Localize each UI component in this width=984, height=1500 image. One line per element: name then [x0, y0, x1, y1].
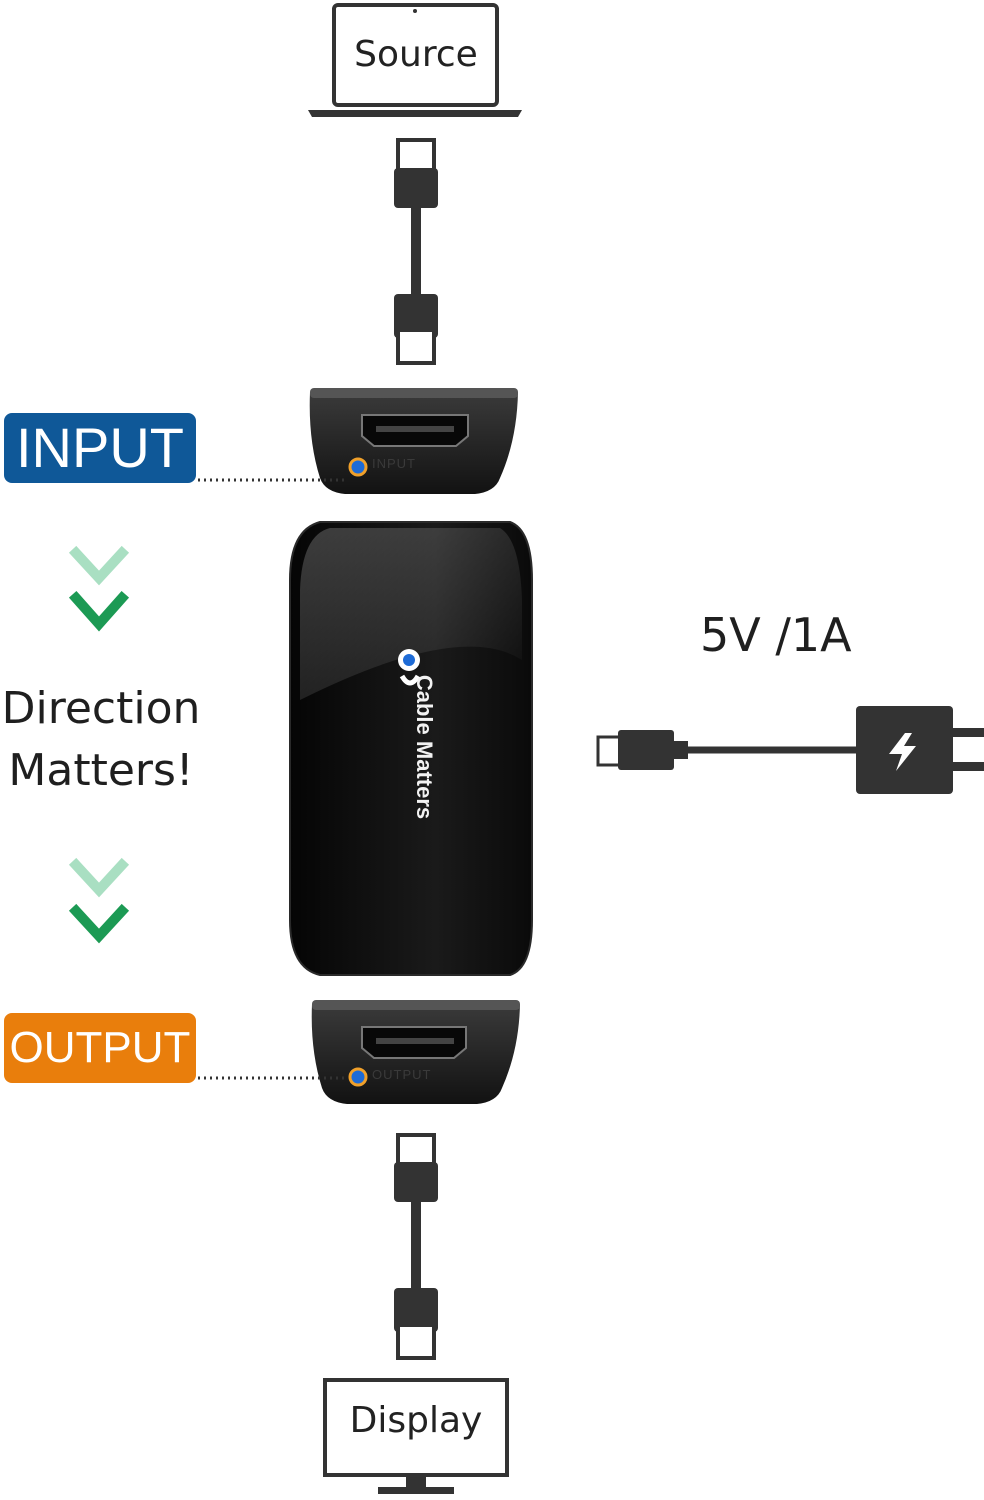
input-port-label: INPUT — [372, 456, 416, 471]
output-badge: OUTPUT — [4, 1013, 196, 1083]
display-label: Display — [349, 1400, 483, 1441]
device-body — [289, 521, 533, 976]
power-adapter-icon — [596, 706, 984, 794]
hdmi-cable-icon — [394, 1133, 438, 1360]
monitor-icon — [323, 1378, 509, 1494]
output-port-label: OUTPUT — [372, 1067, 432, 1082]
power-rating-label: 5V /1A — [700, 608, 852, 662]
direction-note: Direction Matters! — [1, 683, 201, 796]
chevron-down-icon — [68, 545, 130, 632]
source-label: Source — [354, 34, 478, 75]
input-end-cap — [309, 388, 518, 494]
brand-logo-icon — [398, 649, 421, 686]
hdmi-cable-icon — [394, 138, 438, 365]
output-end-cap — [311, 1000, 520, 1104]
chevron-down-icon — [68, 857, 130, 944]
brand-label-container: Cable Matters — [410, 648, 438, 848]
brand-label: Cable Matters — [412, 674, 437, 820]
input-badge: INPUT — [4, 413, 196, 483]
laptop-icon — [308, 3, 522, 117]
